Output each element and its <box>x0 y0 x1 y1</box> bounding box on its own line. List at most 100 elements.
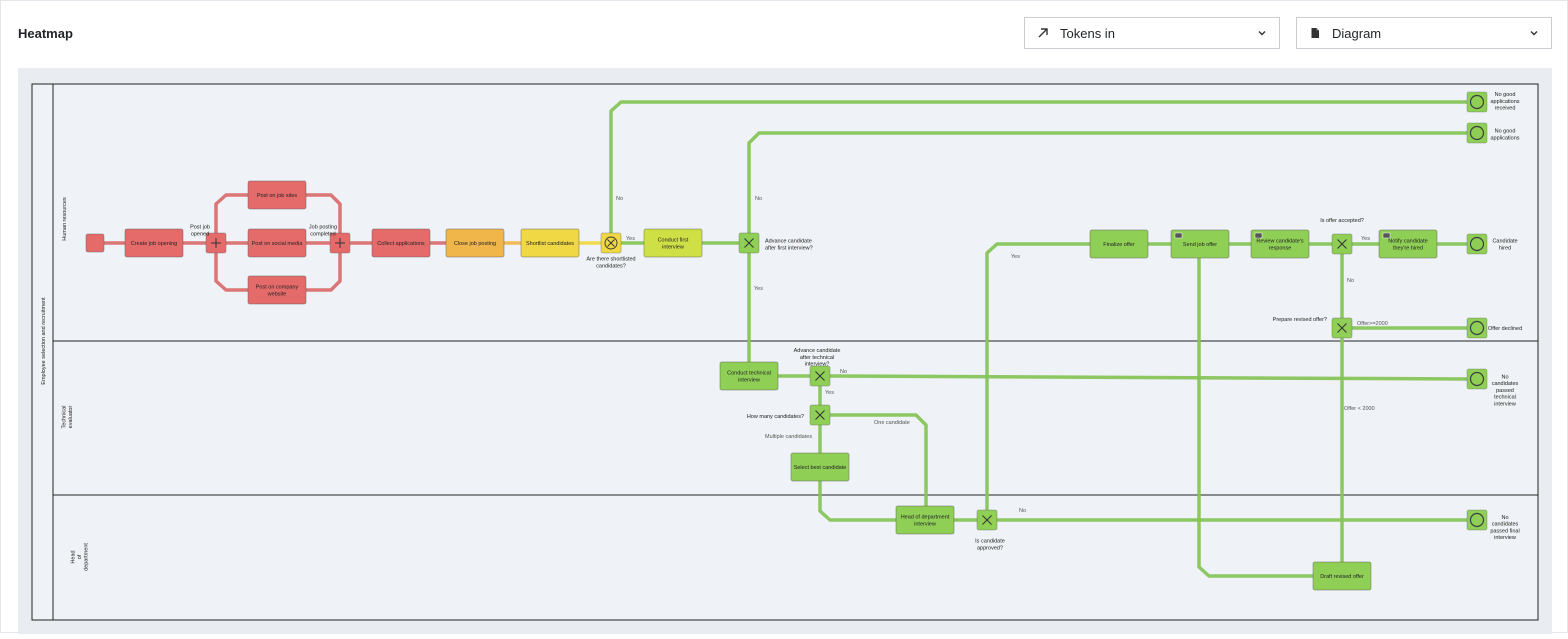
edge-label-yes: Yes <box>1011 254 1020 260</box>
sequence-flow <box>818 479 898 522</box>
exclusive-gateway-icon <box>744 238 754 248</box>
end-event-icon <box>1469 236 1485 252</box>
task-shortlist-candidates[interactable] <box>520 228 580 258</box>
gateway-label: Prepare revised offer? <box>1273 317 1327 323</box>
task-create-job-opening-label: Create job opening <box>131 241 177 247</box>
chevron-down-icon <box>1529 27 1541 39</box>
sequence-flow <box>1197 256 1315 578</box>
sequence-flow <box>828 413 928 508</box>
edge-label-yes: Yes <box>626 236 635 242</box>
task-select-best-candidate-label: Select best candidate <box>794 465 847 471</box>
sequence-flow <box>214 251 250 292</box>
task-send-job-offer[interactable] <box>1170 229 1230 259</box>
edge-label-no: No <box>840 369 847 375</box>
envelope-icon <box>1254 232 1263 239</box>
chevron-down-icon <box>1257 27 1269 39</box>
lane-label-head-of-department: Headofdepartment <box>70 543 89 571</box>
view-select-value: Diagram <box>1332 25 1382 41</box>
document-icon <box>1308 26 1322 40</box>
sequence-flow <box>828 374 1469 381</box>
task-create-job-opening[interactable] <box>124 228 184 258</box>
edge-label-no: No <box>1019 508 1026 514</box>
view-select[interactable]: Diagram <box>1296 17 1552 49</box>
lane-label-human-resources: Human resources <box>62 197 68 241</box>
edge-label-no: No <box>616 196 623 202</box>
task-post-on-social-media[interactable] <box>247 228 307 258</box>
exclusive-gateway-icon <box>607 239 615 247</box>
envelope-icon <box>1382 232 1391 239</box>
edge-label-offer-ge-2000: Offer>=2000 <box>1357 321 1388 327</box>
task-shortlist-candidates-label: Shortlist candidates <box>526 241 574 247</box>
page-title: Heatmap <box>18 26 73 41</box>
envelope-icon <box>1174 232 1183 239</box>
parallel-gateway-icon <box>211 238 221 248</box>
edge-label-no: No <box>1347 278 1354 284</box>
task-draft-revised-offer[interactable] <box>1312 561 1372 591</box>
task-post-on-social-media-label: Post on social media <box>252 241 304 247</box>
sequence-flow <box>304 251 342 292</box>
task-select-best-candidate[interactable] <box>790 452 850 482</box>
task-conduct-technical-interview[interactable] <box>719 361 779 391</box>
task-close-job-posting-label: Close job posting <box>454 241 496 247</box>
edge-label-no: No <box>755 196 762 202</box>
parallel-gateway-icon <box>335 238 345 248</box>
exclusive-gateway-icon <box>815 371 825 381</box>
task-collect-applications-label: Collect applications <box>377 241 425 247</box>
task-conduct-first-interview[interactable] <box>643 228 703 258</box>
end-event-icon <box>1469 371 1485 387</box>
metric-select-value: Tokens in <box>1060 25 1115 41</box>
exclusive-gateway-icon <box>1337 239 1347 249</box>
task-finalize-offer-label: Finalize offer <box>1103 242 1135 248</box>
exclusive-gateway-icon <box>1337 323 1347 333</box>
start-event[interactable] <box>85 233 105 253</box>
task-post-on-job-sites[interactable] <box>247 180 307 210</box>
task-review-candidates-response[interactable] <box>1250 229 1310 259</box>
lane-label-technical-evaluator: Technicalevaluator <box>62 406 75 429</box>
exclusive-gateway-icon <box>982 515 992 525</box>
end-event-icon <box>1469 512 1485 528</box>
end-event-icon <box>1469 94 1485 110</box>
sequence-flow <box>609 100 1469 235</box>
task-post-on-company-website[interactable] <box>247 275 307 305</box>
sequence-flow <box>214 193 250 235</box>
edge-label-offer-lt-2000: Offer < 2000 <box>1344 406 1375 412</box>
task-notify-candidate-hired[interactable] <box>1378 229 1438 259</box>
task-send-job-offer-label: Send job offer <box>1183 242 1217 248</box>
task-head-of-department-interview[interactable] <box>895 505 955 535</box>
task-collect-applications[interactable] <box>371 228 431 258</box>
bpmn-diagram[interactable]: Employee selection and recruitmentHuman … <box>18 68 1552 634</box>
task-post-on-job-sites-label: Post on job sites <box>257 193 298 199</box>
end-event-icon <box>1469 320 1485 336</box>
sequence-flow <box>985 242 1092 512</box>
event-gateway-icon <box>604 236 618 250</box>
pool <box>31 83 1539 621</box>
exclusive-gateway-icon <box>815 410 825 420</box>
sequence-flow <box>747 131 1469 235</box>
end-event-label: Offer declined <box>1488 326 1522 332</box>
task-finalize-offer[interactable] <box>1089 229 1149 259</box>
task-draft-revised-offer-label: Draft revised offer <box>1320 574 1364 580</box>
edge-label-multiple-candidates: Multiple candidates <box>765 434 812 440</box>
metric-select[interactable]: Tokens in <box>1024 17 1280 49</box>
edge-label-yes: Yes <box>754 286 763 292</box>
task-close-job-posting[interactable] <box>445 228 505 258</box>
trend-arrow-icon <box>1036 26 1050 40</box>
gateway-label: Is offer accepted? <box>1320 218 1364 224</box>
edge-label-one-candidate: One candidate <box>874 420 910 426</box>
edge-label-yes: Yes <box>1361 236 1370 242</box>
end-event-icon <box>1469 125 1485 141</box>
